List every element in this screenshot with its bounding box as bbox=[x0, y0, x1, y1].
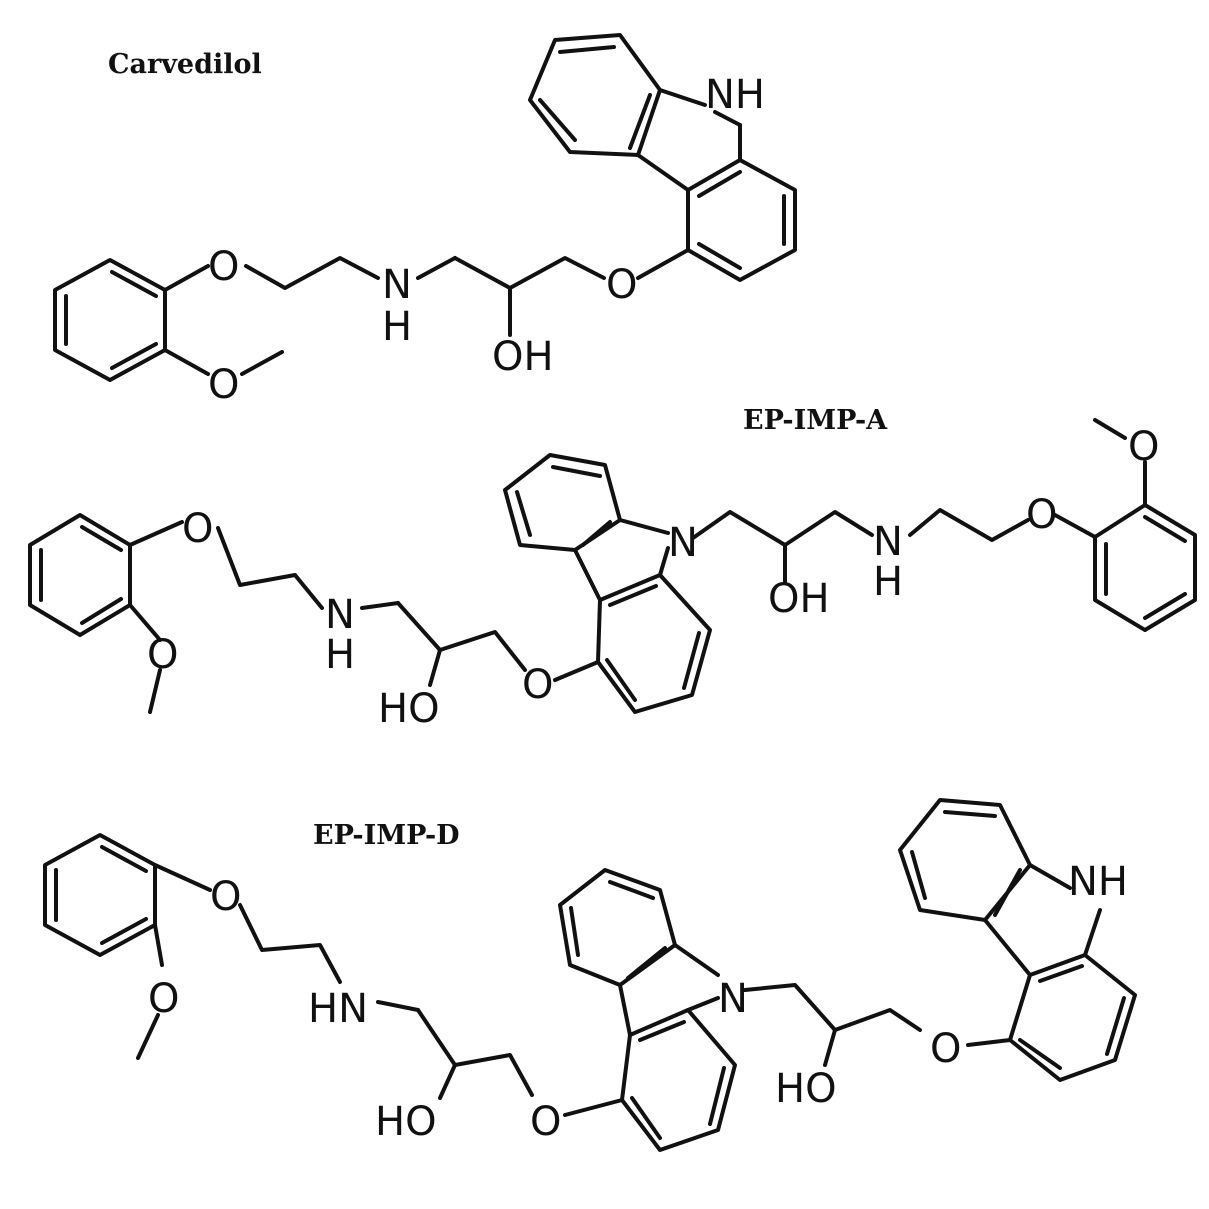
imp-d-carbazole-2 bbox=[898, 798, 1137, 1082]
imp-a-ether-o1: O bbox=[182, 506, 213, 552]
title-ep-imp-a: EP-IMP-A bbox=[743, 405, 888, 436]
carvedilol-methoxyphenyl-ring bbox=[53, 258, 167, 382]
imp-d-ether-o2: O bbox=[530, 1099, 561, 1145]
imp-a-ether-o3: O bbox=[1026, 492, 1057, 538]
imp-d-hydroxyl-1: HO bbox=[375, 1099, 437, 1145]
imp-d-hydroxyl-2: HO bbox=[775, 1066, 837, 1112]
imp-a-ether-o2: O bbox=[522, 662, 553, 708]
imp-a-methoxy-o1: O bbox=[147, 632, 178, 678]
imp-a-carbazole bbox=[503, 453, 712, 714]
carvedilol-carbazole-nh: NH bbox=[705, 72, 765, 118]
imp-d-methoxy-o: O bbox=[148, 976, 179, 1022]
imp-a-left-ring bbox=[28, 513, 132, 637]
carvedilol-methoxy-o: O bbox=[208, 362, 239, 408]
imp-a-amine-n2: N bbox=[873, 519, 903, 565]
imp-a-amine-h2: H bbox=[873, 559, 903, 605]
carvedilol-hydroxyl: OH bbox=[492, 334, 554, 380]
imp-d-carbazole-n: N bbox=[718, 976, 748, 1022]
carvedilol-carbazole bbox=[528, 33, 797, 282]
carvedilol-ether-o1: O bbox=[208, 244, 239, 290]
imp-d-carbazole-1 bbox=[558, 868, 737, 1152]
molecule-carvedilol: O O N H OH O NH bbox=[53, 33, 797, 408]
imp-a-right-ring bbox=[1053, 418, 1197, 632]
imp-a-hydroxyl-2: OH bbox=[768, 576, 830, 622]
imp-d-ether-o3: O bbox=[930, 1026, 961, 1072]
molecule-ep-imp-d: O O HN HO O N HO O NH bbox=[43, 798, 1137, 1152]
title-carvedilol: Carvedilol bbox=[108, 49, 262, 80]
imp-a-amine-h1: H bbox=[325, 632, 355, 678]
imp-a-hydroxyl-1: HO bbox=[378, 686, 440, 732]
imp-d-methoxyphenyl-ring bbox=[43, 833, 157, 957]
carvedilol-amine-n: N bbox=[382, 262, 412, 308]
imp-a-amine-n1: N bbox=[325, 592, 355, 638]
imp-d-ether-o1: O bbox=[210, 874, 241, 920]
imp-a-carbazole-n: N bbox=[668, 520, 698, 566]
carvedilol-ether-o2: O bbox=[606, 262, 637, 308]
molecule-ep-imp-a: O O N H HO O N OH N H O O bbox=[28, 418, 1197, 732]
title-ep-imp-d: EP-IMP-D bbox=[313, 820, 460, 851]
carvedilol-amine-h: H bbox=[382, 304, 412, 350]
imp-a-methoxy-o2: O bbox=[1128, 424, 1159, 470]
imp-d-carbazole-nh: NH bbox=[1068, 859, 1128, 905]
imp-d-amine-hn: HN bbox=[308, 986, 368, 1032]
